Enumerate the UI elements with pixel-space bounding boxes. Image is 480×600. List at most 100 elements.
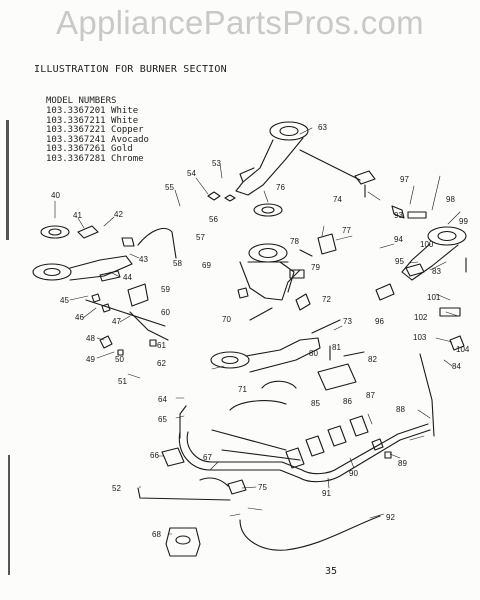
bracket-66 bbox=[161, 405, 187, 467]
vent-89 bbox=[384, 451, 392, 459]
callout-87: 87 bbox=[366, 391, 375, 400]
tube-72-73 bbox=[211, 429, 301, 461]
callout-80: 80 bbox=[309, 349, 318, 358]
model-numbers-list: 103.3367201 White 103.3367211 White 103.… bbox=[46, 106, 149, 165]
callout-56: 56 bbox=[209, 215, 218, 224]
model-number-item: 103.3367281 Chrome bbox=[46, 153, 144, 164]
callout-102: 102 bbox=[414, 313, 428, 322]
callout-94: 94 bbox=[394, 235, 403, 244]
valve-body-83-86 bbox=[317, 345, 365, 391]
callout-85: 85 bbox=[311, 399, 320, 408]
regulator-68 bbox=[165, 527, 201, 557]
callout-42: 42 bbox=[114, 210, 123, 219]
model-number-item: 103.3367221 Copper bbox=[46, 125, 144, 136]
callout-74: 74 bbox=[333, 195, 342, 204]
burner-assembly-left bbox=[32, 225, 135, 282]
callout-76: 76 bbox=[276, 183, 285, 192]
gas-manifold-pipe bbox=[178, 423, 431, 483]
callout-103: 103 bbox=[413, 333, 427, 342]
callout-86: 86 bbox=[343, 397, 352, 406]
callout-leader-lines bbox=[54, 127, 461, 535]
burner-assembly-63-lower bbox=[210, 337, 321, 373]
callout-43: 43 bbox=[139, 255, 148, 264]
callout-63: 63 bbox=[318, 123, 327, 132]
scan-edge-mark bbox=[8, 455, 10, 575]
flex-tube-74 bbox=[299, 149, 376, 198]
clamp-59 bbox=[127, 283, 149, 307]
model-number-item: 103.3367201 White bbox=[46, 106, 139, 116]
callout-84: 84 bbox=[452, 362, 461, 371]
gas-tube-58 bbox=[137, 227, 177, 259]
callout-104: 104 bbox=[456, 345, 470, 354]
callout-81: 81 bbox=[332, 343, 341, 352]
gas-line-52-92 bbox=[137, 487, 381, 551]
bracket-77-79 bbox=[289, 233, 337, 279]
callout-44: 44 bbox=[123, 273, 132, 282]
callout-100: 100 bbox=[420, 240, 434, 249]
callout-40: 40 bbox=[51, 191, 60, 200]
callout-number-labels: 40 41 42 43 44 45 46 47 48 49 50 51 52 5… bbox=[51, 123, 470, 539]
callout-46: 46 bbox=[75, 313, 84, 322]
callout-57: 57 bbox=[196, 233, 205, 242]
callout-93: 93 bbox=[394, 211, 403, 220]
callout-101: 101 bbox=[427, 293, 441, 302]
callout-62: 62 bbox=[157, 359, 166, 368]
callout-95: 95 bbox=[395, 257, 404, 266]
callout-65: 65 bbox=[158, 415, 167, 424]
callout-79: 79 bbox=[311, 263, 320, 272]
callout-90: 90 bbox=[349, 469, 358, 478]
callout-78: 78 bbox=[290, 237, 299, 246]
burner-valve-row bbox=[285, 415, 384, 469]
callout-75: 75 bbox=[258, 483, 267, 492]
callout-98: 98 bbox=[446, 195, 455, 204]
spark-electrode-47-61 bbox=[99, 311, 169, 356]
callout-70: 70 bbox=[222, 315, 231, 324]
page-number: 35 bbox=[325, 566, 338, 577]
callout-67: 67 bbox=[203, 453, 212, 462]
callout-55: 55 bbox=[165, 183, 174, 192]
callout-60: 60 bbox=[161, 308, 170, 317]
callout-96: 96 bbox=[375, 317, 384, 326]
callout-61: 61 bbox=[157, 341, 166, 350]
callout-58: 58 bbox=[173, 259, 182, 268]
tube-71-57 bbox=[229, 380, 297, 411]
air-shutter-45-46 bbox=[85, 293, 166, 327]
callout-91: 91 bbox=[322, 489, 331, 498]
diagram-heading: ILLUSTRATION FOR BURNER SECTION bbox=[34, 64, 227, 75]
callout-59: 59 bbox=[161, 285, 170, 294]
burner-assembly-center bbox=[239, 243, 301, 301]
callout-99: 99 bbox=[459, 217, 468, 226]
callout-45: 45 bbox=[60, 296, 69, 305]
callout-48: 48 bbox=[86, 334, 95, 343]
watermark-text: AppliancePartsPros.com bbox=[56, 4, 424, 41]
callout-69: 69 bbox=[202, 261, 211, 270]
callout-52: 52 bbox=[112, 484, 121, 493]
burner-orifice-53-54 bbox=[207, 191, 236, 202]
callout-41: 41 bbox=[73, 211, 82, 220]
model-numbers-title: MODEL NUMBERS bbox=[46, 96, 117, 106]
callout-53: 53 bbox=[212, 159, 221, 168]
callout-73: 73 bbox=[343, 317, 352, 326]
callout-50: 50 bbox=[115, 355, 124, 364]
burner-cap-76 bbox=[253, 203, 283, 217]
callout-89: 89 bbox=[398, 459, 407, 468]
fitting-75 bbox=[199, 477, 247, 495]
burner-assembly-63-top bbox=[235, 121, 309, 196]
callout-54: 54 bbox=[187, 169, 196, 178]
model-number-item: 103.3367261 Gold bbox=[46, 144, 133, 155]
callout-64: 64 bbox=[158, 395, 167, 404]
callout-97: 97 bbox=[400, 175, 409, 184]
callout-92: 92 bbox=[386, 513, 395, 522]
callout-51: 51 bbox=[118, 377, 127, 386]
electrode-72-44 bbox=[237, 287, 311, 321]
callout-83: 83 bbox=[432, 267, 441, 276]
pilot-tube-right bbox=[419, 353, 435, 437]
callout-82: 82 bbox=[368, 355, 377, 364]
callout-66: 66 bbox=[150, 451, 159, 460]
callout-47: 47 bbox=[112, 317, 121, 326]
scan-edge-mark bbox=[6, 120, 9, 240]
callout-72: 72 bbox=[322, 295, 331, 304]
model-number-item: 103.3367211 White bbox=[46, 115, 139, 126]
